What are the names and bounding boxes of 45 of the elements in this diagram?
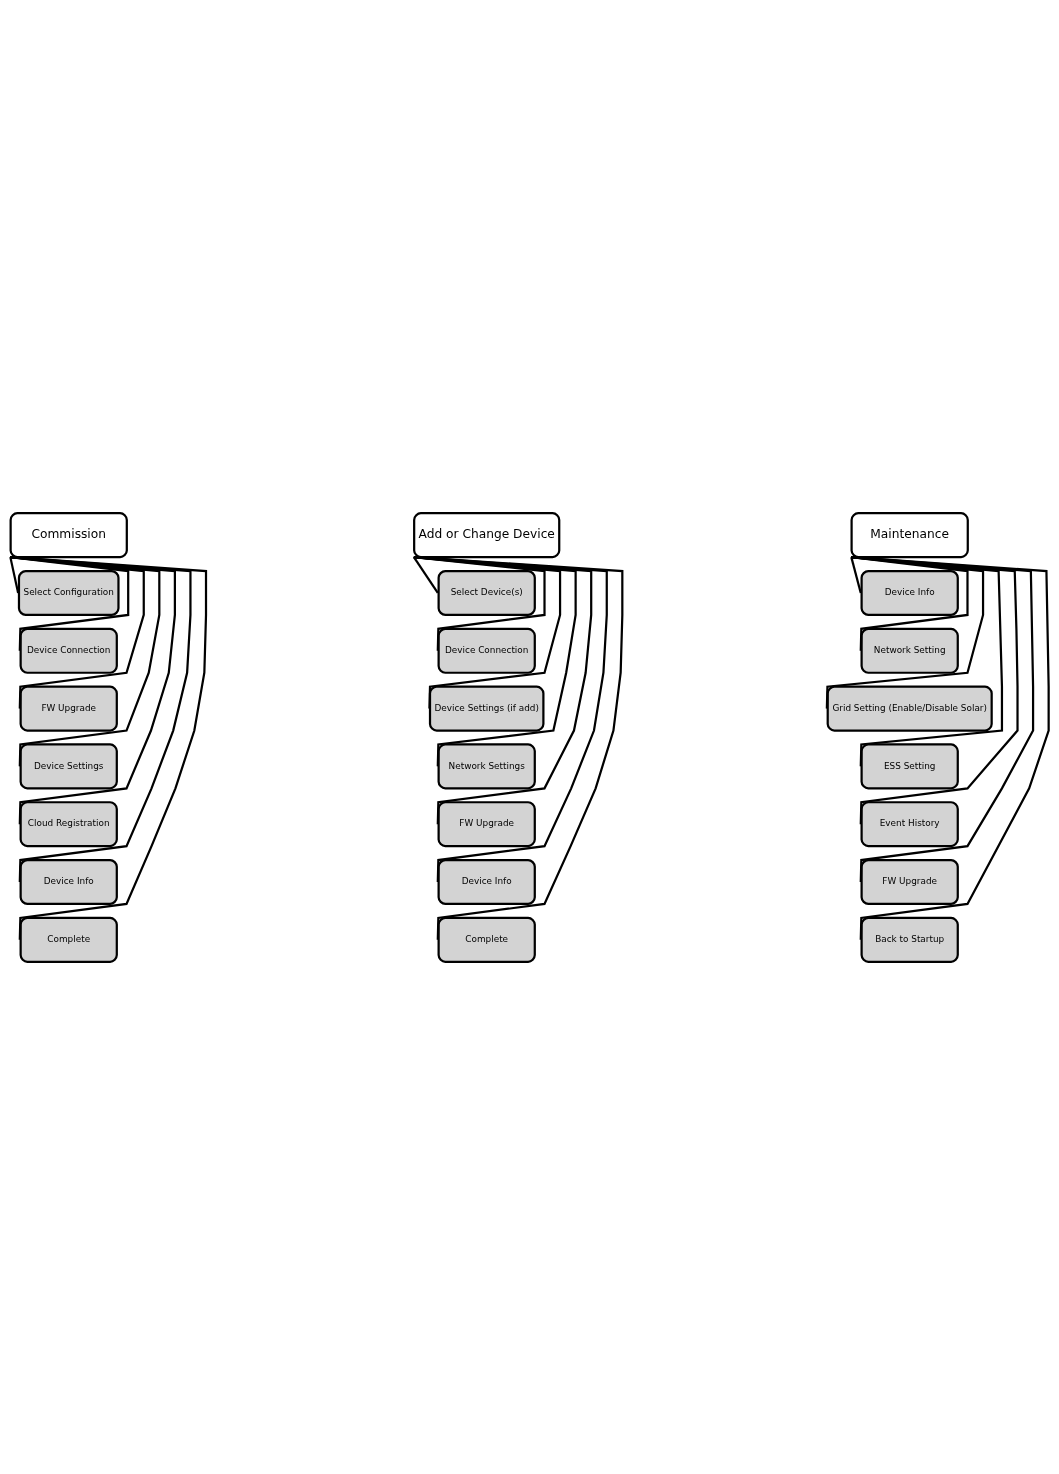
- node-box: Add or Change Device: [413, 511, 561, 558]
- connector: [851, 555, 1035, 882]
- node-box: Back to Startup: [860, 916, 959, 963]
- node-box: Device Settings: [19, 742, 118, 789]
- node-box: Network Settings: [437, 742, 536, 789]
- node-box: Select Device(s): [437, 569, 536, 616]
- node-box: Device Info: [860, 569, 959, 616]
- node-box: Complete: [19, 916, 118, 963]
- node-box: Device Info: [19, 858, 118, 905]
- connector: [850, 556, 862, 593]
- node-box: Complete: [437, 916, 536, 963]
- node-box: Commission: [9, 511, 128, 558]
- node-box: Device Settings (if add): [428, 685, 545, 732]
- node-box: ESS Setting: [860, 742, 959, 789]
- node-box: FW Upgrade: [437, 800, 536, 847]
- connector: [413, 555, 546, 651]
- connector: [851, 555, 969, 651]
- connector: [851, 555, 1004, 766]
- connector: [413, 555, 562, 709]
- connector: [413, 555, 593, 824]
- connector: [10, 555, 161, 766]
- connector: [851, 555, 1019, 824]
- connector: [413, 555, 577, 766]
- connector: [10, 555, 130, 651]
- node-box: Device Connection: [437, 627, 536, 674]
- connector: [825, 555, 985, 709]
- connector: [10, 555, 176, 824]
- connector: [9, 556, 20, 593]
- connector: [413, 555, 608, 882]
- connector: [10, 555, 145, 709]
- node-box: FW Upgrade: [19, 685, 118, 732]
- node-box: Cloud Registration: [19, 800, 118, 847]
- connector: [10, 555, 208, 940]
- node-box: Device Info: [437, 858, 536, 905]
- connector: [10, 555, 192, 882]
- node-box: Device Connection: [19, 627, 118, 674]
- node-box: FW Upgrade: [860, 858, 959, 905]
- connector: [851, 555, 1050, 940]
- node-box: Event History: [860, 800, 959, 847]
- node-box: Maintenance: [850, 511, 969, 558]
- node-box: Network Setting: [860, 627, 959, 674]
- node-box: Grid Setting (Enable/Disable Solar): [826, 685, 993, 732]
- connector: [412, 556, 439, 594]
- connector: [413, 555, 624, 940]
- node-box: Select Configuration: [17, 569, 120, 616]
